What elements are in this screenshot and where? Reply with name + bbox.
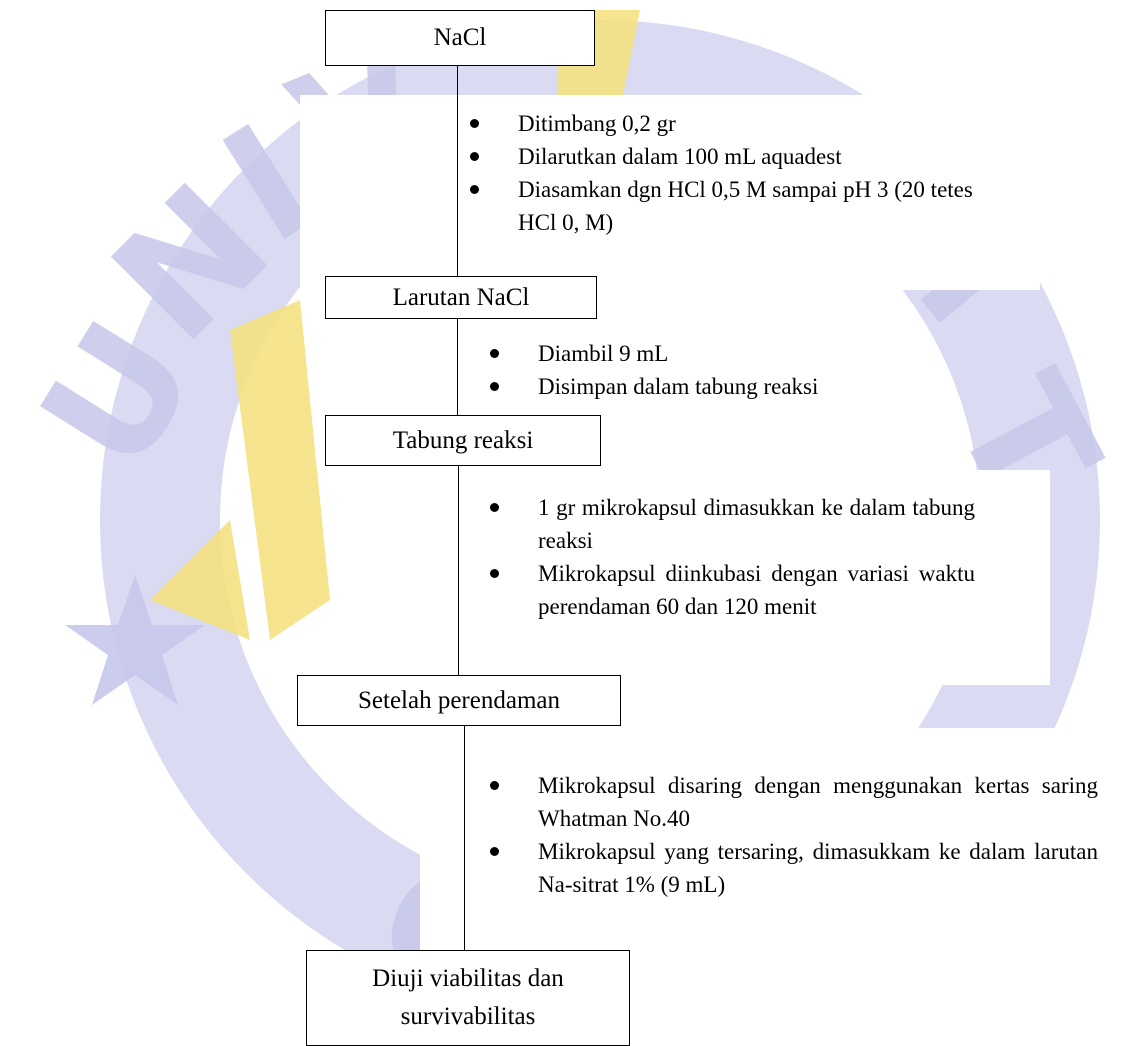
step-item: Disimpan dalam tabung reaksi (490, 370, 910, 403)
node-larutan-nacl-label: Larutan NaCl (392, 283, 530, 311)
node-diuji-label-line-1: Diuji viabilitas dan (372, 965, 564, 992)
connector-3 (458, 466, 459, 676)
steps-list-1: Ditimbang 0,2 gr Dilarutkan dalam 100 mL… (470, 107, 990, 239)
step-item: Diambil 9 mL (490, 337, 910, 370)
steps-list-4: Mikrokapsul disaring dengan menggunakan … (490, 769, 1098, 901)
node-setelah-perendaman-label: Setelah perendaman (358, 686, 560, 714)
connector-1 (457, 66, 458, 276)
step-item: 1 gr mikrokapsul dimasukkan ke dalam tab… (490, 491, 975, 557)
panel-step-2 (430, 325, 910, 410)
step-text: Ditimbang 0,2 gr (518, 111, 676, 136)
bullet-icon (470, 152, 479, 161)
bullet-icon (490, 503, 499, 512)
star-icon (65, 575, 205, 705)
bullet-icon (490, 781, 499, 790)
bullet-icon (470, 185, 479, 194)
step-text: Diambil 9 mL (538, 341, 669, 366)
panel-step-1 (300, 95, 1040, 290)
step-item: Diasamkan dgn HCl 0,5 M sampai pH 3 (20 … (470, 173, 990, 239)
step-item: Mikrokapsul diinkubasi dengan variasi wa… (490, 557, 975, 623)
panel-step-3 (435, 470, 1050, 685)
step-item: Ditimbang 0,2 gr (470, 107, 990, 140)
step-text: Mikrokapsul disaring dengan menggunakan … (538, 773, 1098, 831)
connector-2 (457, 318, 458, 415)
bullet-icon (490, 569, 499, 578)
bullet-icon (470, 119, 479, 128)
node-diuji-label-line-2: survivabilitas (400, 1003, 536, 1030)
step-item: Mikrokapsul disaring dengan menggunakan … (490, 769, 1098, 835)
steps-list-2: Diambil 9 mL Disimpan dalam tabung reaks… (490, 337, 910, 403)
step-text: Disimpan dalam tabung reaksi (538, 374, 819, 399)
node-diuji: Diuji viabilitas dan survivabilitas (306, 950, 630, 1046)
step-text: Diasamkan dgn HCl 0,5 M sampai pH 3 (20 … (518, 177, 973, 235)
step-text: Mikrokapsul yang tersaring, dimasukkam k… (538, 839, 1098, 897)
step-text: Mikrokapsul diinkubasi dengan variasi wa… (538, 561, 975, 619)
node-larutan-nacl: Larutan NaCl (325, 276, 597, 319)
step-item: Dilarutkan dalam 100 mL aquadest (470, 140, 990, 173)
node-tabung-reaksi: Tabung reaksi (325, 415, 601, 466)
step-text: Dilarutkan dalam 100 mL aquadest (518, 144, 842, 169)
step-item: Mikrokapsul yang tersaring, dimasukkam k… (490, 835, 1098, 901)
bullet-icon (490, 349, 499, 358)
bullet-icon (490, 847, 499, 856)
node-nacl: NaCl (325, 10, 595, 66)
connector-4 (464, 726, 465, 951)
bullet-icon (490, 382, 499, 391)
node-nacl-label: NaCl (433, 24, 487, 51)
node-tabung-reaksi-label: Tabung reaksi (392, 426, 534, 454)
steps-list-3: 1 gr mikrokapsul dimasukkan ke dalam tab… (490, 491, 975, 623)
node-setelah-perendaman: Setelah perendaman (297, 675, 621, 726)
step-text: 1 gr mikrokapsul dimasukkan ke dalam tab… (538, 495, 975, 553)
